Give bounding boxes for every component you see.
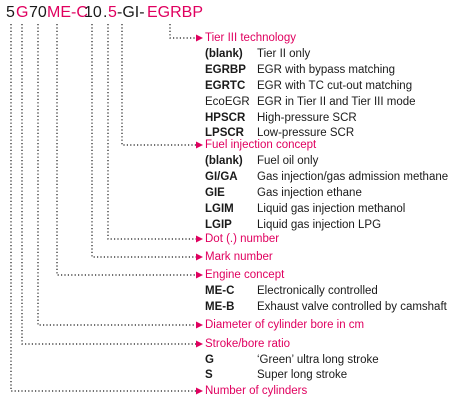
tier-code: EGRBP [205, 64, 246, 76]
fuel-code: LGIP [205, 219, 232, 231]
tier-desc: Low-pressure SCR [257, 127, 355, 139]
engine-desc: Electronically controlled [257, 285, 378, 297]
fuel-code: GI/GA [205, 171, 238, 183]
fuel-desc: Gas injection/gas admission methane [257, 171, 449, 183]
fuel-heading: Fuel injection concept [205, 139, 317, 151]
fuel-desc: Fuel oil only [257, 155, 319, 167]
code-cylinders: 5 [6, 4, 15, 21]
code-tier: EGRBP [147, 4, 204, 21]
arrow-engine [196, 271, 203, 279]
connector-cyl [10, 24, 198, 392]
code-stroke: G [16, 4, 29, 21]
arrow-mark [196, 253, 203, 261]
stroke-heading: Stroke/bore ratio [205, 338, 291, 350]
arrow-bore [196, 321, 203, 329]
cylinders-heading: Number of cylinders [205, 385, 308, 397]
stroke-code: G [205, 354, 214, 366]
tier-desc: Tier II only [257, 48, 311, 60]
code-mark: 10 [84, 4, 102, 21]
tier-code: HPSCR [205, 112, 246, 124]
code-concept: ME-C [47, 4, 88, 21]
fuel-desc: Gas injection ethane [257, 187, 362, 199]
connector-mark [91, 24, 198, 258]
tier-code: LPSCR [205, 127, 244, 139]
engine-code: ME-C [205, 285, 235, 297]
arrow-fuel [196, 141, 203, 149]
connector-stroke [21, 24, 198, 345]
connector-tier [169, 24, 198, 39]
fuel-code: GIE [205, 187, 225, 199]
tier-desc: High-pressure SCR [257, 112, 357, 124]
stroke-desc: Super long stroke [257, 369, 348, 381]
tier-code: EcoEGR [205, 96, 250, 108]
code-bore: 70 [29, 4, 47, 21]
bore-heading: Diameter of cylinder bore in cm [205, 319, 365, 331]
code-fuel: -GI- [117, 4, 145, 21]
tier-code: (blank) [205, 48, 243, 60]
stroke-code: S [205, 369, 213, 381]
tier-desc: EGR in Tier II and Tier III mode [257, 96, 416, 108]
connector-fuel [121, 24, 198, 146]
tier-code: EGRTC [205, 80, 246, 92]
connector-engine [56, 24, 198, 276]
fuel-code: LGIM [205, 203, 234, 215]
engine-heading: Engine concept [205, 269, 285, 281]
code-dot: . [103, 4, 108, 21]
mark-heading: Mark number [205, 251, 273, 263]
fuel-code: (blank) [205, 155, 243, 167]
fuel-desc: Liquid gas injection LPG [257, 219, 382, 231]
tier-heading: Tier III technology [205, 32, 296, 44]
engine-code: ME-B [205, 301, 235, 313]
connector-bore [37, 24, 198, 326]
dot-heading: Dot (.) number [205, 233, 280, 245]
engine-desc: Exhaust valve controlled by camshaft [257, 301, 447, 313]
arrow-dot [196, 235, 203, 243]
arrow-tier [196, 34, 203, 42]
arrow-stroke [196, 340, 203, 348]
arrow-cyl [196, 387, 203, 395]
tier-desc: EGR with TC cut-out matching [257, 80, 413, 92]
stroke-desc: ‘Green’ ultra long stroke [257, 354, 379, 366]
fuel-desc: Liquid gas injection methanol [257, 203, 406, 215]
connector-dot [107, 24, 198, 240]
tier-desc: EGR with bypass matching [257, 64, 396, 76]
code-version: 5 [108, 4, 117, 21]
